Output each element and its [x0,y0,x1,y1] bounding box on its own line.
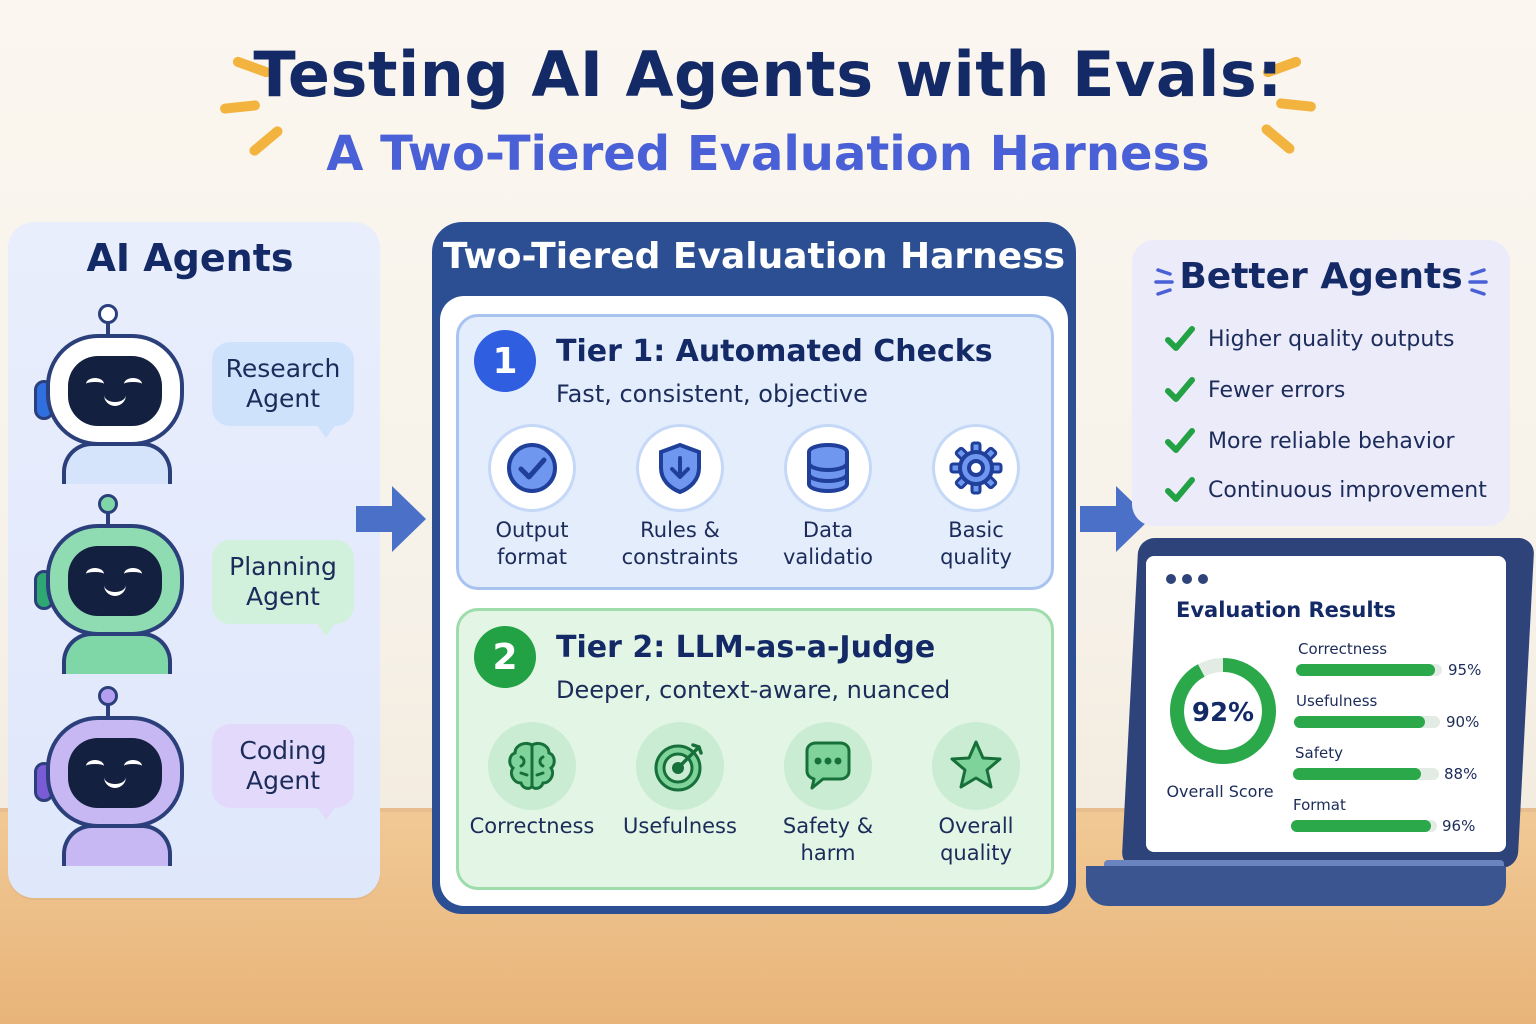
metric-bar-track [1293,768,1439,780]
metric-bar-fill [1291,820,1432,832]
checkmark-icon [1165,477,1195,502]
evaluation-results-title: Evaluation Results [1176,598,1397,622]
metric-name: Format [1293,796,1346,814]
tier1-item-label: Rules &constraints [621,518,739,569]
metric-name: Usefulness [1296,692,1378,710]
chat-icon [784,722,872,810]
research-agent-robot-icon [34,304,184,484]
benefit-item: More reliable behavior [1164,424,1455,458]
metric-bar-track [1294,716,1440,728]
planning-agent-robot-icon [34,494,184,674]
metric-bar-fill [1294,716,1426,728]
brain-icon [488,722,576,810]
overall-score-donut: 92% [1170,658,1276,764]
overall-score-arc [1170,658,1276,764]
metric-name: Safety [1295,744,1343,762]
harness-title: Two-Tiered Evaluation Harness [442,236,1066,277]
sparkle-icon [1154,268,1174,296]
metric-value: 90% [1446,713,1480,731]
metric-value: 96% [1442,817,1476,835]
metric-bar-fill [1293,768,1422,780]
tier2-item-label: Correctness [469,814,595,838]
sparkle-icon [1468,268,1488,296]
benefit-item: Continuous improvement [1164,473,1487,507]
arrow-right-icon [356,486,428,552]
benefit-item: Fewer errors [1164,373,1345,407]
laptop-base-lip [1104,860,1504,870]
window-dot-icon [1182,574,1192,584]
metric-bar-track [1296,664,1442,676]
benefit-item: Higher quality outputs [1164,322,1454,356]
page-subtitle: A Two-Tiered Evaluation Harness [326,126,1210,182]
tier2-item-label: Usefulness [623,814,737,838]
metric-value: 95% [1448,661,1482,679]
star-icon [932,722,1020,810]
tier2-subtitle: Deeper, context-aware, nuanced [556,676,951,704]
checkmark-icon [1165,377,1195,402]
checkmark-icon [1165,326,1195,351]
metric-bar-fill [1296,664,1435,676]
target-icon [636,722,724,810]
check-circle-icon [488,424,576,512]
agents-panel-title: AI Agents [86,236,294,280]
coding-agent-robot-icon [34,686,184,866]
tier1-number-badge: 1 [474,330,536,392]
better-agents-title: Better Agents [1179,256,1463,297]
gear-icon [932,424,1020,512]
overall-score-value: 92% [1192,698,1254,728]
laptop-screen [1146,556,1506,852]
tier2-number-badge: 2 [474,626,536,688]
tier2-item-label: Safety &harm [782,814,874,865]
metric-bar-track [1291,820,1437,832]
tier1-subtitle: Fast, consistent, objective [556,380,868,408]
checkmark-icon [1165,428,1195,453]
database-icon [784,424,872,512]
metric-name: Correctness [1298,640,1388,658]
overall-score-label: Overall Score [1166,782,1274,801]
better-agents-panel [1132,240,1510,526]
page-title: Testing AI Agents with Evals: [253,38,1283,111]
window-dot-icon [1198,574,1208,584]
metric-value: 88% [1444,765,1478,783]
window-dot-icon [1166,574,1176,584]
laptop-base [1086,866,1506,906]
shield-icon [636,424,724,512]
tier2-title: Tier 2: LLM-as-a-Judge [556,630,936,665]
tier1-title: Tier 1: Automated Checks [556,334,993,369]
